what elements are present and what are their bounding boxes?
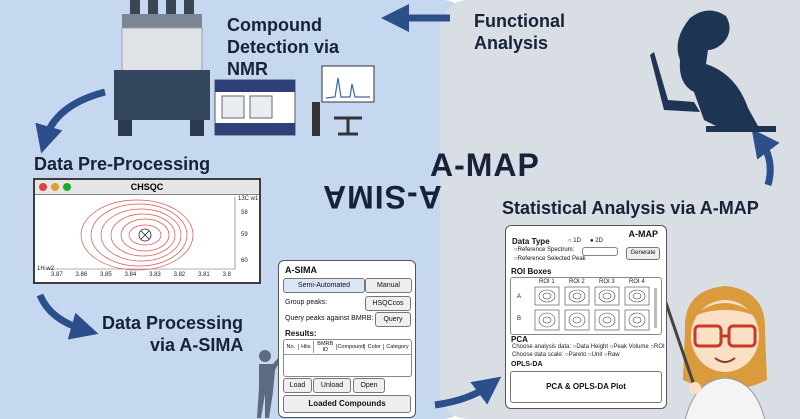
roi-row-label: A — [517, 294, 522, 300]
query-bmrb-label: Query peaks against BMRB: — [285, 315, 374, 322]
hsqc-contour-plot — [43, 197, 236, 271]
amap-heading: A-MAP — [430, 147, 540, 183]
x-tick: 3.86 — [75, 272, 88, 278]
hsqc-x-label: 1H w2 — [37, 266, 55, 272]
radio-1d[interactable]: ○ 1D — [568, 238, 581, 244]
reference-peak-label: Reference Selected Peak — [517, 256, 586, 262]
x-tick: 3.84 — [124, 272, 137, 278]
pca-analysis-label: Choose analysis data: — [512, 344, 572, 350]
roi-column-header: ROI 1 — [539, 279, 555, 285]
reference-spectrum-label: Reference Spectrum: — [517, 247, 575, 253]
statistical-analysis-label: Statistical Analysis via A-MAP — [502, 198, 759, 218]
roi-column-header: ROI 3 — [599, 279, 615, 285]
arrow-to-data-processing — [36, 293, 99, 340]
pca-scale-option[interactable]: Raw — [607, 352, 620, 358]
pca-analysis-row: Choose analysis data: ○Data Height ○Peak… — [512, 344, 665, 350]
y-tick: 59 — [241, 232, 248, 238]
results-label: Results: — [285, 329, 317, 338]
amap-window-title: A-MAP — [628, 229, 659, 239]
asima-window-title: A-SIMA — [285, 265, 317, 275]
column-header: Compound — [336, 344, 365, 350]
group-peaks-label: Group peaks: — [285, 299, 328, 306]
tab-manual[interactable]: Manual — [365, 278, 412, 293]
results-table-header: No. Hits BMRB ID Compound Color Category — [284, 340, 411, 355]
analyst-at-computer-illustration — [650, 10, 776, 132]
presenter-silhouette — [257, 350, 284, 418]
roi-grid: ROI 1 ROI 2 ROI 3 ROI 4 A B — [510, 277, 662, 335]
load-button[interactable]: Load — [283, 378, 312, 393]
oplsda-label: OPLS-DA — [511, 361, 543, 368]
query-button[interactable]: Query — [375, 312, 411, 327]
tab-semi-automated[interactable]: Semi-Automated — [283, 278, 365, 293]
pca-analysis-option[interactable]: Data Height — [576, 344, 609, 350]
pca-scale-label: Choose data scale: — [512, 352, 564, 358]
arrow-to-functional-analysis — [751, 128, 780, 186]
y-tick: 60 — [241, 258, 248, 264]
results-table: No. Hits BMRB ID Compound Color Category — [283, 339, 412, 377]
data-processing-label: Data Processing via A-SIMA — [102, 313, 244, 355]
x-tick: 3.8 — [222, 272, 231, 278]
pca-analysis-option[interactable]: Peak Volume — [613, 344, 649, 350]
column-header: No. — [286, 344, 296, 350]
generate-button[interactable]: Generate — [626, 247, 660, 260]
column-header: Category — [382, 344, 411, 350]
hsqc-y-label: 13C w1 — [238, 196, 259, 202]
pca-oplsda-plot-button[interactable]: PCA & OPLS-DA Plot — [510, 371, 662, 403]
teacher-illustration — [663, 286, 767, 419]
x-tick: 3.82 — [173, 272, 186, 278]
pca-scale-option[interactable]: Unit — [591, 352, 603, 358]
hsqc-spectrum-window: CHSQC 3.87 3.86 3.85 3.84 3.83 3.82 3.81 — [33, 178, 261, 284]
y-tick: 58 — [241, 210, 248, 216]
column-header: Color — [364, 344, 382, 350]
pca-scale-option[interactable]: Pareto — [568, 352, 587, 358]
minimize-dot-icon[interactable] — [51, 183, 59, 191]
group-peaks-select[interactable]: HSQCcos — [365, 296, 411, 311]
x-tick: 3.85 — [100, 272, 112, 278]
data-preprocessing-label: Data Pre-Processing — [34, 154, 211, 174]
unload-button[interactable]: Unload — [313, 378, 351, 393]
arrow-to-statistical-analysis — [434, 376, 502, 409]
x-tick: 3.87 — [51, 272, 63, 278]
maximize-dot-icon[interactable] — [63, 183, 71, 191]
roi-row-label: B — [517, 316, 522, 322]
roi-thumbnails — [534, 286, 657, 331]
pca-scale-row: Choose data scale: ○Pareto ○Unit ○Raw — [512, 352, 620, 358]
nmr-spectrometer-illustration — [114, 0, 375, 136]
radio-2d-label: 2D — [595, 238, 603, 244]
open-button[interactable]: Open — [353, 378, 385, 393]
x-tick: 3.81 — [198, 272, 210, 278]
radio-2d[interactable]: ● 2D — [590, 238, 603, 244]
pca-label: PCA — [511, 335, 528, 344]
hsqc-window-titlebar: CHSQC — [35, 180, 259, 195]
compound-detection-label: Compound Detection via NMR — [227, 15, 340, 79]
radio-1d-label: 1D — [573, 238, 581, 244]
column-header: Hits — [297, 344, 314, 350]
reference-spectrum-select[interactable] — [582, 247, 618, 256]
loaded-compounds-button[interactable]: Loaded Compounds — [283, 395, 411, 413]
data-type-label: Data Type — [512, 237, 550, 246]
pca-analysis-option[interactable]: ROI — [653, 344, 665, 350]
hsqc-x-ticks: 3.87 3.86 3.85 3.84 3.83 3.82 3.81 3.8 — [51, 272, 231, 278]
roi-boxes-label: ROI Boxes — [511, 267, 552, 276]
hsqc-window-title: CHSQC — [130, 182, 164, 192]
reference-peak-radio[interactable]: ○Reference Selected Peak — [514, 256, 586, 262]
close-dot-icon[interactable] — [39, 183, 47, 191]
asima-heading-rotated: A-SIMA — [322, 179, 442, 215]
reference-spectrum-radio[interactable]: ○Reference Spectrum: — [514, 247, 575, 253]
x-tick: 3.83 — [149, 272, 161, 278]
roi-column-header: ROI 2 — [569, 279, 585, 285]
roi-column-header: ROI 4 — [629, 279, 645, 285]
asima-window: A-SIMA Semi-Automated Manual Group peaks… — [278, 260, 416, 418]
functional-analysis-label: Functional Analysis — [474, 11, 565, 53]
amap-window: A-MAP Data Type ○ 1D ● 2D ○Reference Spe… — [505, 225, 667, 409]
column-header: BMRB ID — [313, 341, 336, 353]
arrow-to-preprocessing — [35, 88, 106, 154]
